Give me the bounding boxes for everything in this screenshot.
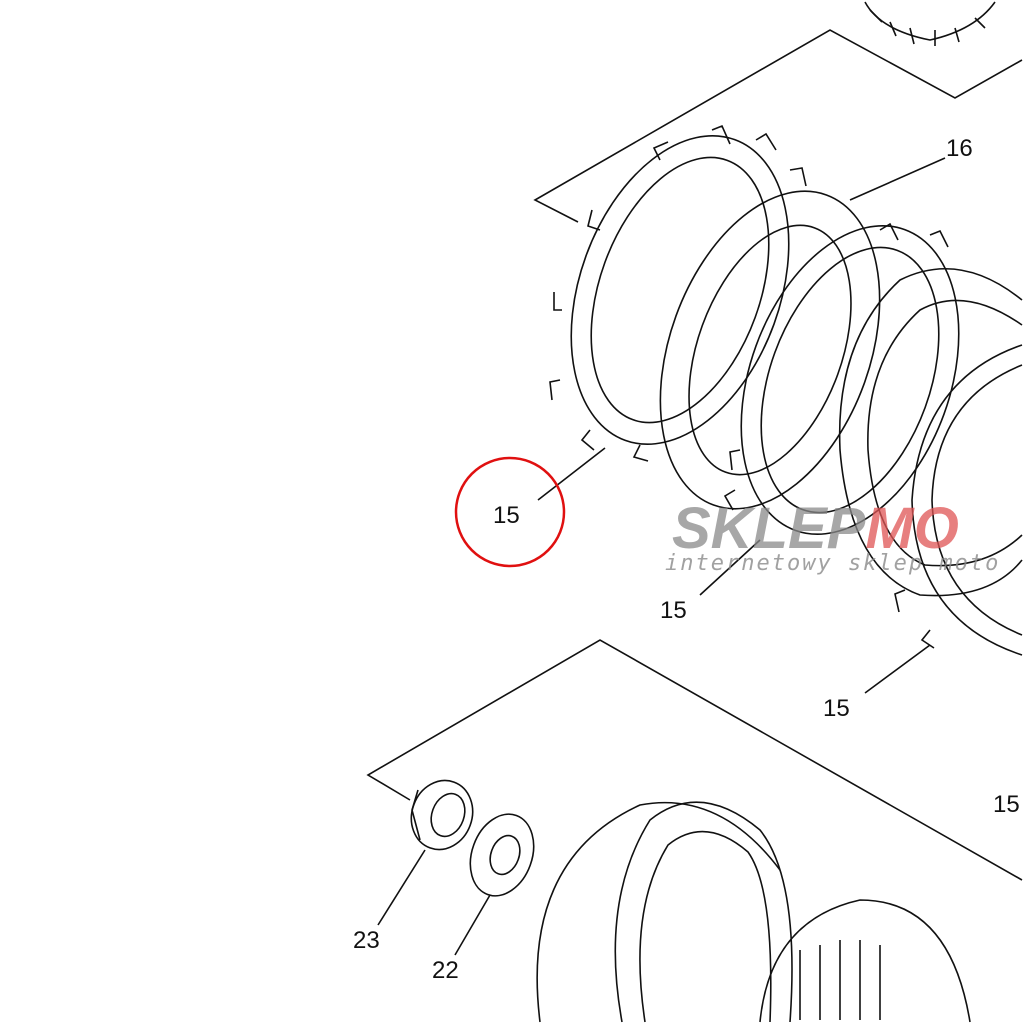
group-bracket-lower [366,639,1023,881]
part-label-15-highlighted[interactable]: 15 [493,502,520,529]
friction-plate-1 [549,124,807,462]
clutch-plate-1 [659,190,881,510]
watermark: SKLEPMO internetowy sklep moto [665,496,1000,576]
top-gear-part [864,1,996,46]
washer-part-22 [469,813,535,897]
group-bracket-upper [533,29,1023,223]
part-label-16[interactable]: 16 [946,135,973,162]
part-label-15[interactable]: 15 [823,695,850,722]
nut-part-23 [410,779,474,851]
part-label-15[interactable]: 15 [660,597,687,624]
part-label-23[interactable]: 23 [353,927,380,954]
clutch-hub [536,801,971,1023]
part-label-22[interactable]: 22 [432,957,459,984]
highlight-circle [454,456,566,568]
clutch-plate-2 [838,268,1023,597]
friction-plate-2 [723,222,960,535]
svg-text:internetowy sklep moto: internetowy sklep moto [665,551,1000,576]
svg-text:SKLEPMO: SKLEPMO [672,496,959,561]
part-label-15[interactable]: 15 [993,791,1020,818]
leader-lines [377,157,946,956]
